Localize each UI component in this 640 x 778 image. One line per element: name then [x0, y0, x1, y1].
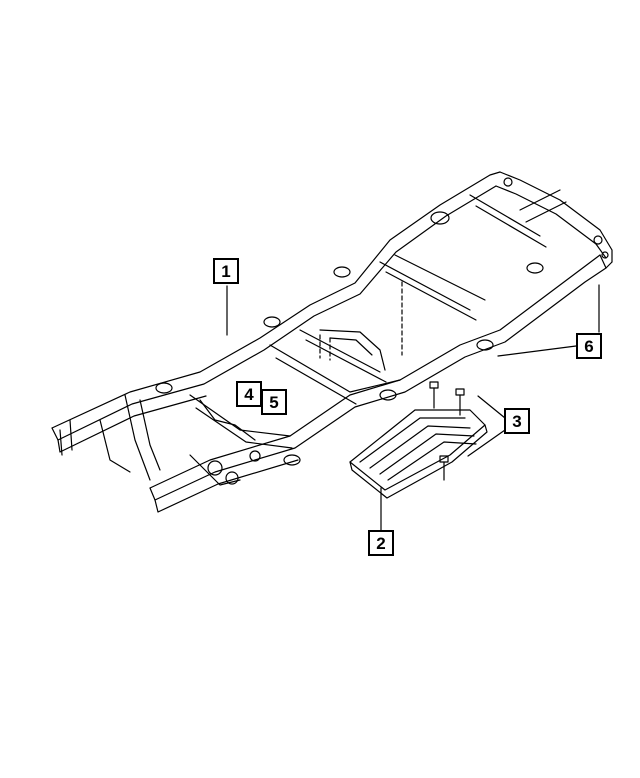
rear-crossmember	[469, 171, 613, 263]
front-suspension-area	[59, 394, 261, 486]
callout-2: 2	[368, 530, 394, 556]
location-guides	[319, 281, 403, 361]
left-frame-rail	[51, 171, 501, 453]
leader-lines	[226, 284, 600, 531]
callout-4: 4	[236, 381, 262, 407]
right-frame-rail	[149, 254, 613, 513]
skid-plate	[349, 409, 488, 499]
callout-5: 5	[261, 389, 287, 415]
bolts	[429, 381, 465, 481]
mount-brackets	[155, 211, 544, 466]
callout-3: 3	[504, 408, 530, 434]
crossmembers	[189, 254, 486, 449]
callout-1: 1	[213, 258, 239, 284]
callout-6: 6	[576, 333, 602, 359]
